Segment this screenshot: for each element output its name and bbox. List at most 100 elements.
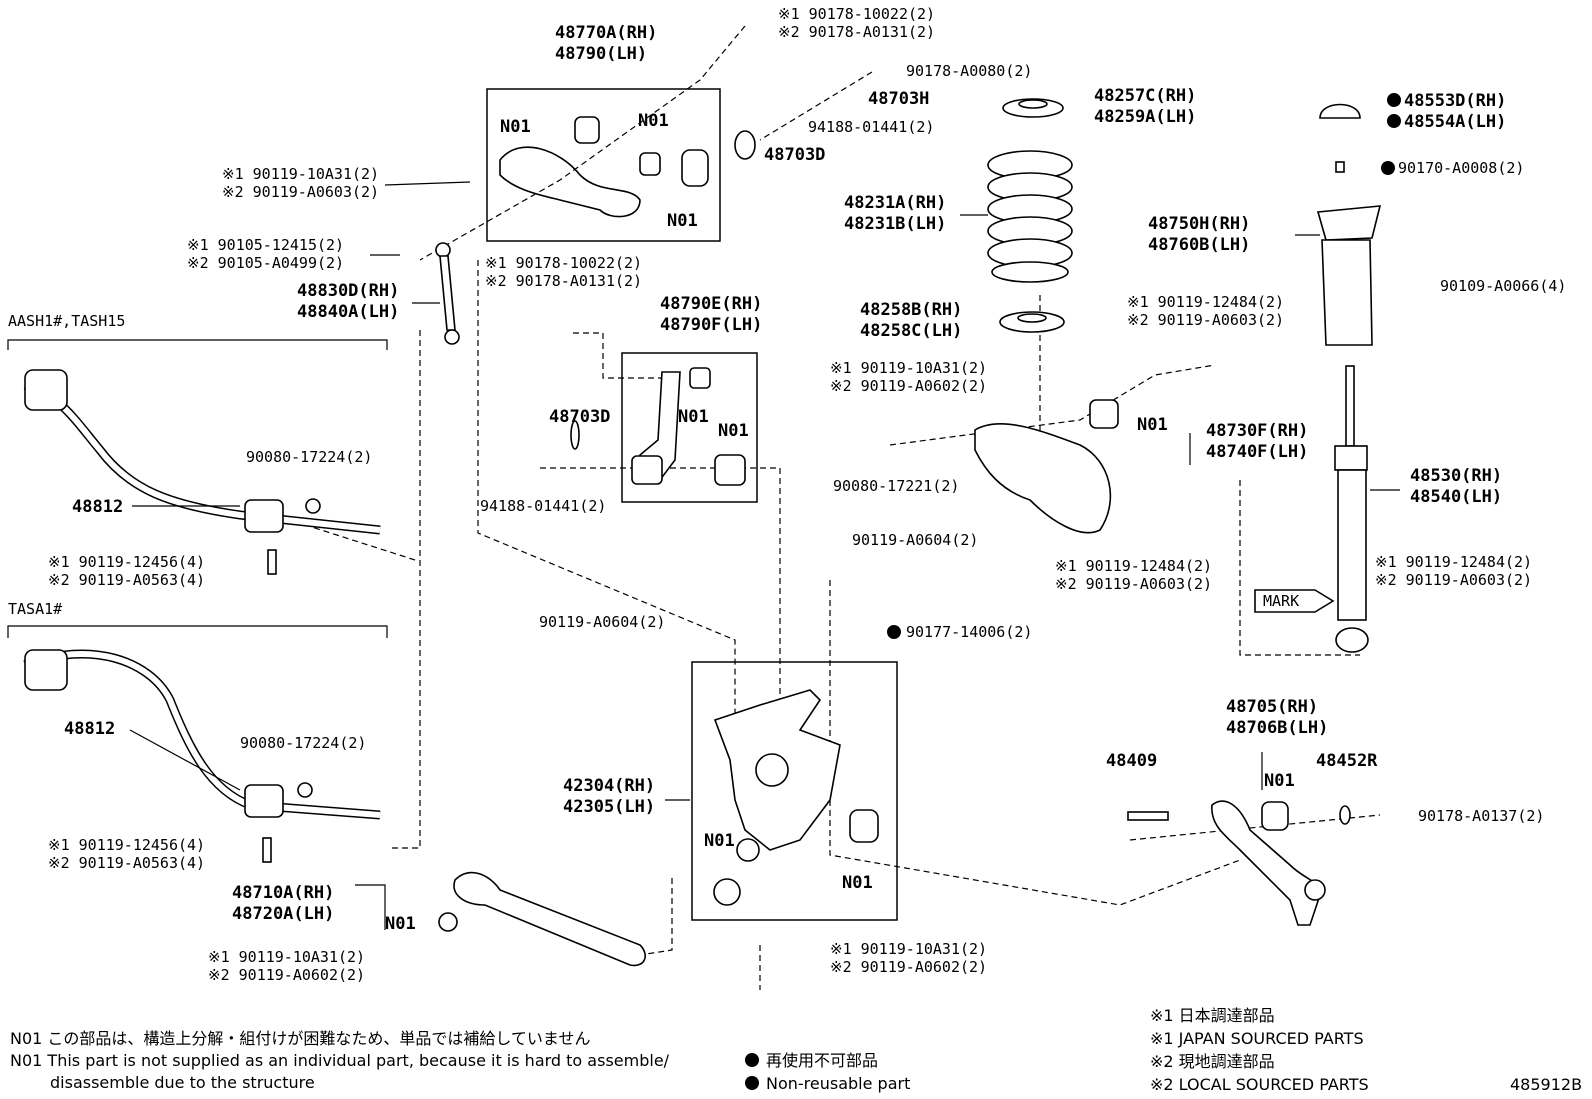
label-94188-mid: 94188-01441(2) xyxy=(480,497,606,515)
coil-spring xyxy=(987,150,1073,283)
variant-b-bracket xyxy=(7,625,388,638)
label-arm-f-lh2: 48740F(LH) xyxy=(1206,442,1308,462)
label-bolt-0563-b: ※2 90119-A0563(4) xyxy=(48,854,205,872)
label-bolt-10A31-4: ※1 90119-10A31(2) xyxy=(830,940,987,958)
leader-bolt-10A31-1 xyxy=(384,181,471,186)
bushing-48703D-top xyxy=(734,130,756,160)
label-bolt-12456-b: ※1 90119-12456(4) xyxy=(48,836,205,854)
strut-mount xyxy=(1316,205,1382,346)
label-bolt-10A31-1: ※1 90119-10A31(2) xyxy=(222,165,379,183)
label-bolt-0604-b: 90119-A0604(2) xyxy=(539,613,665,631)
label-spring-lh: 48231B(LH) xyxy=(844,214,946,234)
bushing-48703D-mid xyxy=(570,420,580,450)
label-shock-rh: 48530(RH) xyxy=(1410,466,1502,486)
label-lower-rh: 48710A(RH) xyxy=(232,883,334,903)
label-variant-b: TASA1# xyxy=(8,600,62,618)
label-seat-lo-lh: 48258C(LH) xyxy=(860,321,962,341)
label-nut-17224-a: 90080-17224(2) xyxy=(246,448,372,466)
note-s1-jp: ※1 日本調達部品 xyxy=(1150,1006,1275,1025)
label-n01-i: N01 xyxy=(1137,415,1168,435)
label-upper-arm-lh: 48790(LH) xyxy=(555,44,647,64)
lower-arm-part xyxy=(438,871,646,967)
label-toe-lh: 48706B(LH) xyxy=(1226,718,1328,738)
label-bolt-0603-a: ※2 90119-A0603(2) xyxy=(1127,311,1284,329)
leader-lower-arm xyxy=(355,884,386,930)
label-arm-f-lh: 48790F(LH) xyxy=(660,315,762,335)
label-n01-d: N01 xyxy=(678,407,709,427)
nonreusable-marker-cap-lh xyxy=(1387,114,1401,128)
label-n01-e: N01 xyxy=(718,421,749,441)
label-n01-f: N01 xyxy=(704,831,735,851)
nonreusable-marker-nut-0008 xyxy=(1381,161,1395,175)
dashed-leader-8 xyxy=(829,580,1241,906)
label-bolt-0499: ※2 90105-A0499(2) xyxy=(187,254,344,272)
dashed-leader-14 xyxy=(639,878,673,956)
label-nut-0137: 90178-A0137(2) xyxy=(1418,807,1544,825)
label-bolt-0603-1: ※2 90119-A0603(2) xyxy=(222,183,379,201)
dashed-leader-10 xyxy=(1239,480,1360,656)
label-stab-a: 48812 xyxy=(72,497,123,517)
stabilizer-bar-b xyxy=(23,649,381,863)
label-mid-bolt-2: ※2 90178-A0131(2) xyxy=(485,272,642,290)
label-bolt-0602-4: ※2 90119-A0602(2) xyxy=(830,958,987,976)
shock-absorber xyxy=(1334,365,1369,653)
label-n01-j: N01 xyxy=(1264,771,1295,791)
label-bolt-top-2: ※2 90178-A0131(2) xyxy=(778,23,935,41)
label-seat-up-lh: 48259A(LH) xyxy=(1094,107,1196,127)
dashed-leader-3 xyxy=(390,330,421,849)
upper-arm-part xyxy=(499,116,709,218)
label-bolt-0604-a: 90119-A0604(2) xyxy=(852,531,978,549)
note-nonreuse-en: Non-reusable part xyxy=(766,1074,910,1093)
strut-nut xyxy=(1335,161,1345,173)
label-mount-lh: 48760B(LH) xyxy=(1148,235,1250,255)
upper-arm-box xyxy=(486,88,721,242)
label-n01-h: N01 xyxy=(385,914,416,934)
stabilizer-link xyxy=(435,242,460,345)
mid-arm-box xyxy=(621,352,758,503)
note-s1-en: ※1 JAPAN SOURCED PARTS xyxy=(1150,1029,1364,1048)
label-nut-17224-b: 90080-17224(2) xyxy=(240,734,366,752)
label-bolt-12415: ※1 90105-12415(2) xyxy=(187,236,344,254)
label-knuckle-lh: 42305(LH) xyxy=(563,797,655,817)
label-bolt-0602-3: ※2 90119-A0602(2) xyxy=(208,966,365,984)
nonreusable-marker-cap-rh xyxy=(1387,93,1401,107)
label-seat-lo-rh: 48258B(RH) xyxy=(860,300,962,320)
label-bolt-0066: 90109-A0066(4) xyxy=(1440,277,1566,295)
dashed-leader-2 xyxy=(759,71,873,141)
label-bolt-0602-2: ※2 90119-A0602(2) xyxy=(830,377,987,395)
label-upper-arm-rh: 48770A(RH) xyxy=(555,23,657,43)
note-n01-en-2: disassemble due to the structure xyxy=(50,1073,315,1092)
label-48703H: 48703H xyxy=(868,89,929,109)
note-n01-en-1: N01 This part is not supplied as an indi… xyxy=(10,1051,670,1070)
label-lower-lh: 48720A(LH) xyxy=(232,904,334,924)
knuckle-part xyxy=(713,689,879,906)
label-bolt-12484-a: ※1 90119-12484(2) xyxy=(1127,293,1284,311)
label-seat-up-rh: 48257C(RH) xyxy=(1094,86,1196,106)
lower-spring-seat xyxy=(999,311,1065,333)
label-mount-rh: 48750H(RH) xyxy=(1148,214,1250,234)
label-n01-g: N01 xyxy=(842,873,873,893)
mid-arm-part xyxy=(631,367,746,486)
label-mid-bolt-1: ※1 90178-10022(2) xyxy=(485,254,642,272)
note-n01-jp: N01 この部品は、構造上分解・組付けが困難なため、単品では補給していません xyxy=(10,1029,590,1048)
label-variant-a: AASH1#,TASH15 xyxy=(8,312,125,330)
label-arm-e-rh: 48790E(RH) xyxy=(660,294,762,314)
control-arm-48730F xyxy=(974,399,1119,534)
label-94188-top: 94188-01441(2) xyxy=(808,118,934,136)
nonreusable-legend-marker-jp xyxy=(745,1053,759,1067)
note-s2-en: ※2 LOCAL SOURCED PARTS xyxy=(1150,1075,1369,1094)
label-cap-rh: 48553D(RH) xyxy=(1404,91,1506,111)
label-mark: MARK xyxy=(1263,592,1299,610)
diagram-id: 485912B xyxy=(1510,1075,1582,1094)
stabilizer-bar-a xyxy=(23,369,381,575)
leader-stab-b xyxy=(129,729,241,791)
note-s2-jp: ※2 現地調達部品 xyxy=(1150,1052,1275,1071)
label-toe-rh: 48705(RH) xyxy=(1226,697,1318,717)
mark-callout xyxy=(1254,589,1335,613)
label-n01-b: N01 xyxy=(638,111,669,131)
strut-cap xyxy=(1319,103,1361,119)
label-arm-f-rh2: 48730F(RH) xyxy=(1206,421,1308,441)
label-link-lh: 48840A(LH) xyxy=(297,302,399,322)
label-link-rh: 48830D(RH) xyxy=(297,281,399,301)
